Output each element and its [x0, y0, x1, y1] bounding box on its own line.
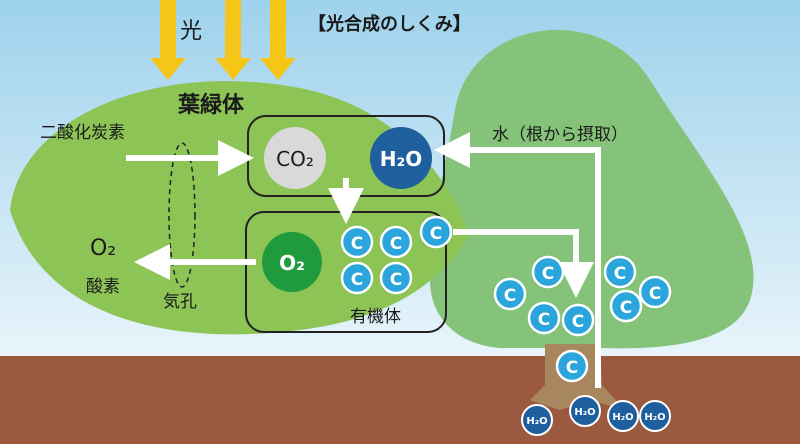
water-label: 水（根から摂取） — [492, 125, 628, 145]
root-h2o-label: H₂O — [612, 412, 633, 423]
ground — [0, 356, 800, 444]
root-h2o-circle — [639, 400, 671, 432]
root-h2o-label: H₂O — [574, 407, 595, 418]
carbon-group-tree: C C C C C C C C — [493, 255, 672, 383]
carbon-atom-label: C — [390, 270, 402, 290]
flow-arrows — [126, 132, 601, 388]
carbon-atom — [379, 225, 413, 259]
stomata-label: 気孔 — [163, 292, 197, 312]
carbon-atom — [419, 215, 453, 249]
light-arrow-icon — [260, 0, 296, 80]
light-arrows — [150, 0, 296, 80]
stomata-ellipse — [168, 142, 196, 288]
carbon-atom-label: C — [649, 284, 661, 304]
carbon-atom — [609, 289, 643, 323]
carbon-atom-label: C — [538, 310, 550, 330]
diagram-title: 【光合成のしくみ】 — [308, 13, 471, 35]
co2-molecule-circle — [264, 127, 326, 189]
o2-molecule-circle — [262, 232, 322, 292]
carbon-atom — [527, 301, 561, 335]
light-arrow-icon — [215, 0, 251, 80]
light-arrow-icon — [150, 0, 186, 80]
co2-molecule-label: CO₂ — [276, 147, 314, 171]
carbon-atom — [561, 303, 595, 337]
h2o-molecule-label: H₂O — [380, 147, 423, 171]
carbon-transport-arrow-icon — [453, 229, 594, 298]
root-h2o-circle — [521, 404, 553, 436]
water-flow-arrow-icon — [434, 132, 601, 388]
carbon-atom — [340, 225, 374, 259]
carbon-atom — [555, 349, 589, 383]
h2o-molecule-circle — [370, 127, 432, 189]
chloroplast-label: 葉緑体 — [177, 92, 245, 118]
oxygen-label: 酸素 — [86, 277, 120, 297]
carbon-atom-label: C — [620, 298, 632, 318]
carbon-atom — [493, 277, 527, 311]
carbon-group-leaf: C C C C C — [340, 215, 453, 295]
o2-output-label: O₂ — [90, 236, 116, 261]
carbon-atom — [340, 261, 374, 295]
carbon-atom-label: C — [504, 286, 516, 306]
carbon-atom-label: C — [614, 264, 626, 284]
carbon-atom-label: C — [351, 270, 363, 290]
root-h2o-label: H₂O — [526, 416, 547, 427]
o2-molecule-label: O₂ — [279, 251, 305, 275]
carbon-atom-label: C — [390, 234, 402, 254]
carbon-atom-label: C — [542, 264, 554, 284]
organic-matter-label: 有機体 — [350, 307, 401, 327]
carbon-atom — [603, 255, 637, 289]
carbon-atom-label: C — [572, 312, 584, 332]
root-water-group: H₂O H₂O H₂O H₂O — [521, 395, 671, 436]
root-h2o-circle — [607, 400, 639, 432]
co2-label: 二酸化炭素 — [40, 123, 125, 143]
carbon-atom-label: C — [430, 224, 442, 244]
light-label: 光 — [180, 19, 202, 44]
tree-canopy — [430, 29, 754, 349]
carbon-atom-label: C — [566, 358, 578, 378]
carbon-atom — [379, 261, 413, 295]
root-h2o-circle — [569, 395, 601, 427]
carbon-atom — [638, 275, 672, 309]
root-h2o-label: H₂O — [644, 412, 665, 423]
carbon-atom-label: C — [351, 234, 363, 254]
